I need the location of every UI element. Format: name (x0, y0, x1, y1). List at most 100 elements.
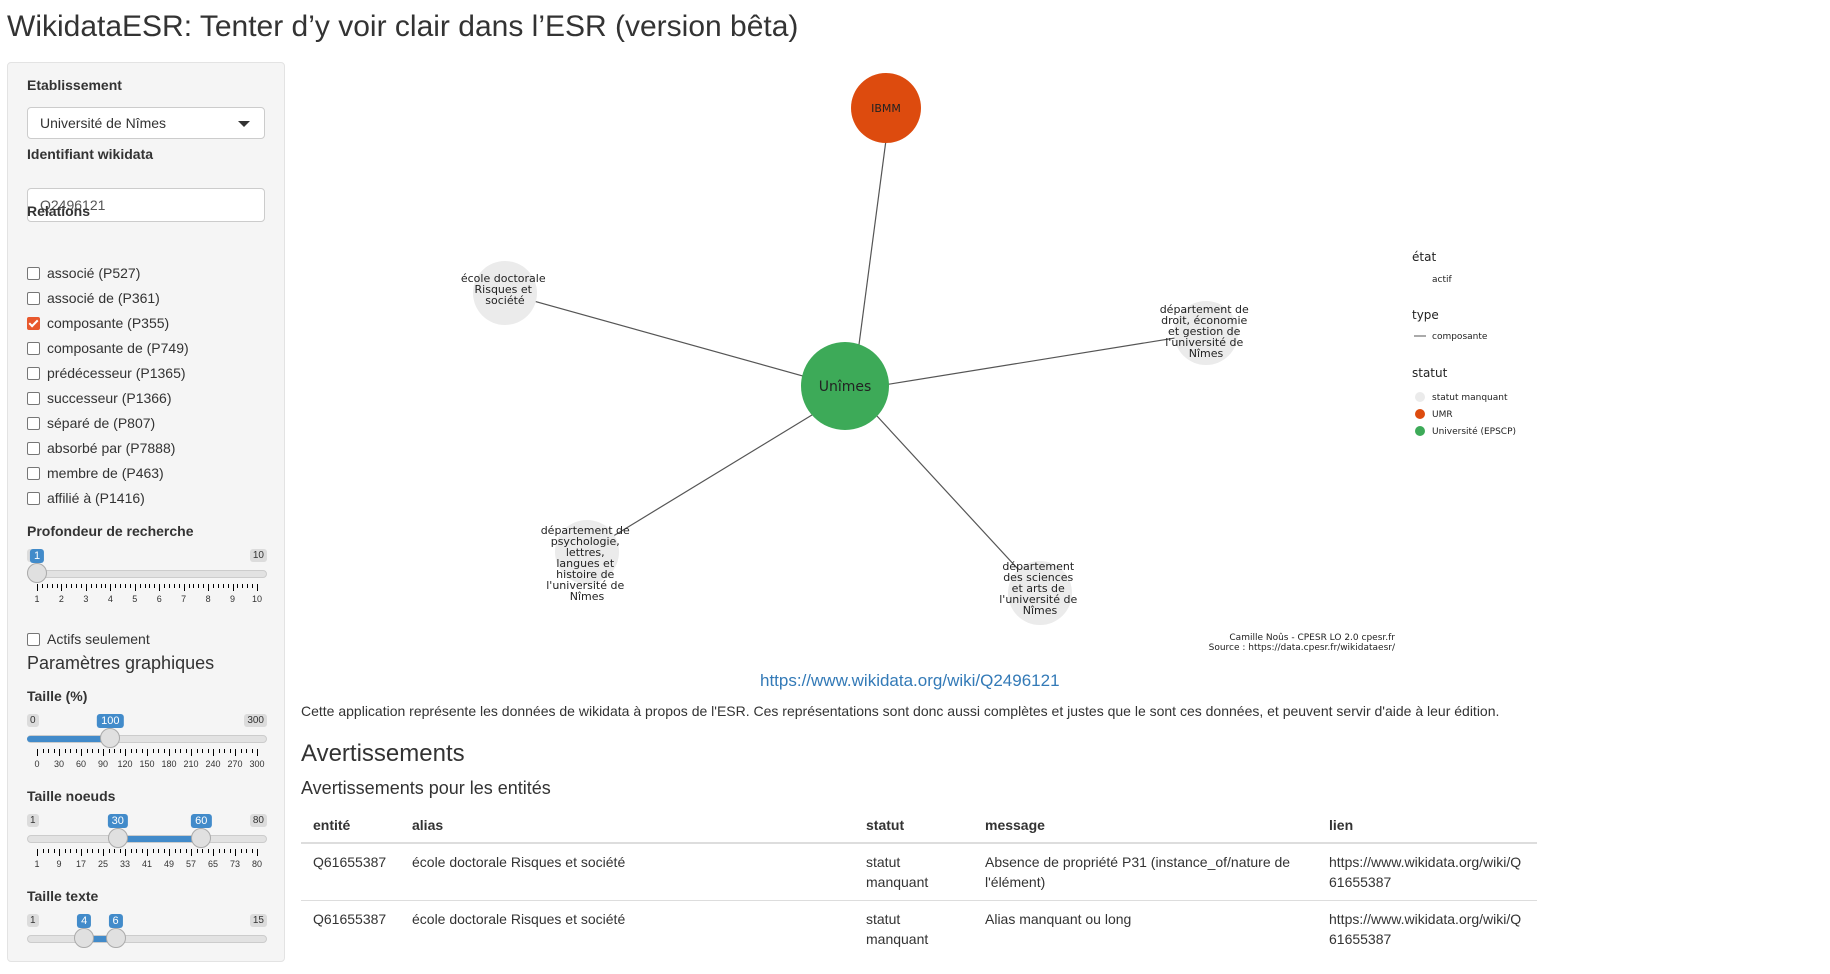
slider-minor-tick (185, 749, 187, 753)
slider-tick-label: 57 (185, 859, 197, 869)
actifs-toggle[interactable]: Actifs seulement (27, 626, 150, 651)
graph-node-psycho[interactable] (555, 520, 619, 584)
slider-minor-tick (144, 584, 146, 588)
slider-tick-label: 10 (251, 594, 263, 604)
slider-handle-from[interactable] (107, 828, 128, 848)
slider-minor-tick (222, 584, 224, 588)
checkbox[interactable] (27, 492, 40, 505)
slider-minor-tick (240, 849, 242, 853)
slider-minor-tick (178, 584, 180, 588)
slider-minor-tick (246, 849, 247, 853)
slider-tick-label: 6 (156, 594, 162, 604)
slider-tick (125, 749, 126, 756)
slider-max-label: 10 (249, 549, 267, 562)
relation-item[interactable]: associé de (P361) (27, 285, 189, 310)
slider-tick-label: 1 (34, 859, 40, 869)
slider-tick (37, 849, 38, 856)
slider-minor-tick (115, 584, 117, 588)
slider-from-label: 4 (77, 914, 92, 928)
network-graph[interactable]: Unîmes IBMM école doctorale Risques et s… (300, 60, 1560, 660)
checkbox[interactable] (27, 417, 40, 430)
checkbox[interactable] (27, 442, 40, 455)
relation-item[interactable]: associé (P527) (27, 260, 189, 285)
etablissement-select[interactable]: Université de Nîmes (27, 107, 265, 139)
graph-node-center[interactable] (801, 342, 889, 430)
slider-minor-tick (173, 584, 175, 588)
graph-node-droit[interactable] (1174, 301, 1238, 365)
slider-minor-tick (136, 749, 137, 753)
graph-node-ibmm[interactable] (851, 73, 921, 143)
slider-minor-tick (224, 749, 225, 753)
slider-to-label: 6 (108, 914, 123, 928)
slider-tick (232, 584, 234, 591)
wikidata-link[interactable]: https://www.wikidata.org/wiki/Q2496121 (760, 671, 1060, 690)
col-message[interactable]: message (973, 808, 1317, 844)
col-entite[interactable]: entité (301, 808, 400, 844)
node-label-sciences: département des sciences et arts de l'un… (999, 560, 1081, 617)
slider-minor-tick (237, 584, 239, 588)
identifiant-input[interactable] (27, 188, 265, 222)
relation-item[interactable]: composante (P355) (27, 310, 189, 335)
cell-statut: statut manquant (854, 842, 973, 901)
graph-nodes[interactable] (473, 73, 1238, 625)
cell-lien[interactable]: https://www.wikidata.org/wiki/Q61655387 (1317, 900, 1537, 957)
slider-minor-tick (48, 749, 49, 753)
checkbox[interactable] (27, 267, 40, 280)
slider-track[interactable] (27, 570, 267, 578)
cell-lien[interactable]: https://www.wikidata.org/wiki/Q61655387 (1317, 842, 1537, 901)
checkbox[interactable] (27, 367, 40, 380)
slider-minor-tick (169, 584, 170, 588)
slider-minor-tick (251, 849, 253, 853)
slider-minor-tick (196, 749, 198, 753)
legend-type-item: composante (1432, 332, 1488, 342)
slider-from-label: 30 (107, 814, 128, 828)
col-alias[interactable]: alias (400, 808, 854, 844)
slider-minor-tick (174, 849, 176, 853)
col-lien[interactable]: lien (1317, 808, 1537, 844)
relation-item[interactable]: successeur (P1366) (27, 385, 189, 410)
graph-node-sciences[interactable] (1008, 561, 1072, 625)
slider-minor-tick (92, 849, 93, 853)
slider-handle-from[interactable] (74, 928, 95, 948)
relation-label: séparé de (P807) (47, 414, 156, 431)
cell-message: Absence de propriété P31 (instance_of/na… (973, 842, 1317, 901)
relation-item[interactable]: séparé de (P807) (27, 410, 189, 435)
slider-tick (61, 584, 63, 591)
graph-node-ecole[interactable] (473, 261, 537, 325)
checkbox[interactable] (27, 633, 40, 646)
legend-statut-item: Université (EPSCP) (1432, 426, 1516, 437)
col-statut[interactable]: statut (854, 808, 973, 844)
relation-item[interactable]: membre de (P463) (27, 460, 189, 485)
slider-minor-tick (229, 749, 231, 753)
slider-max-label: 15 (249, 914, 267, 927)
checkbox[interactable] (27, 342, 40, 355)
slider-to-label: 60 (191, 814, 212, 828)
slider-minor-tick (100, 584, 102, 588)
taille-texte-slider[interactable]: 1 15 4 6 (27, 914, 267, 974)
relation-item[interactable]: composante de (P749) (27, 335, 189, 360)
slider-handle-to[interactable] (105, 928, 126, 948)
checkbox[interactable] (27, 467, 40, 480)
slider-handle[interactable] (27, 563, 47, 583)
relation-label: successeur (P1366) (47, 389, 172, 406)
legend-dot-icon (1415, 392, 1425, 402)
slider-handle-to[interactable] (191, 828, 212, 848)
slider-tick-label: 1 (34, 594, 40, 604)
checkbox[interactable] (27, 317, 40, 330)
slider-minor-tick (174, 749, 176, 753)
profondeur-label: Profondeur de recherche (27, 523, 194, 539)
actifs-label: Actifs seulement (47, 630, 150, 647)
relation-item[interactable]: absorbé par (P7888) (27, 435, 189, 460)
checkbox[interactable] (27, 292, 40, 305)
slider-handle[interactable] (100, 728, 121, 748)
slider-tick (134, 584, 136, 591)
relation-item[interactable]: prédécesseur (P1365) (27, 360, 189, 385)
checkbox[interactable] (27, 392, 40, 405)
relation-item[interactable]: affilié à (P1416) (27, 485, 189, 510)
legend-statut-item: statut manquant (1432, 393, 1508, 403)
slider-track[interactable] (27, 935, 267, 943)
